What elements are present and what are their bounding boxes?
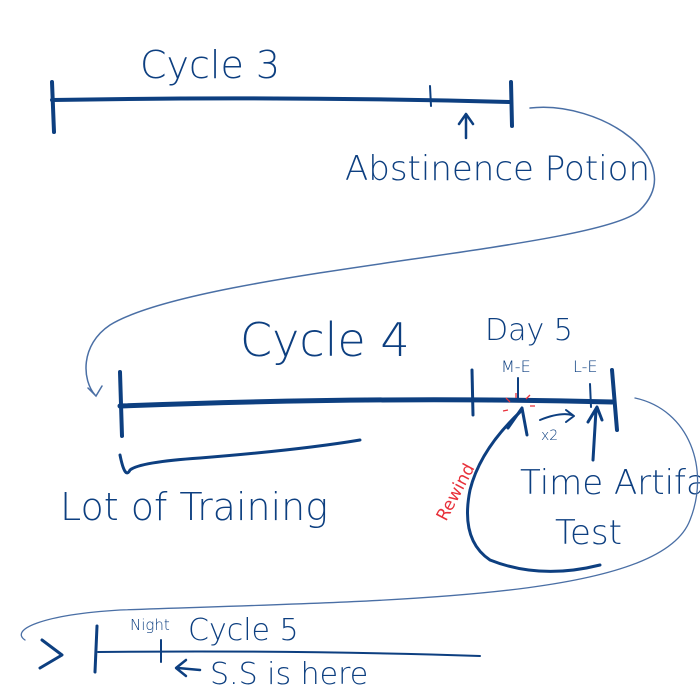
- me-label: M-E: [501, 357, 531, 376]
- cycle4-title: Cycle 4: [240, 313, 410, 367]
- abstinence-arrow-icon: [457, 112, 475, 140]
- spark-icon: [502, 393, 535, 412]
- day5-label: Day 5: [485, 313, 573, 348]
- rewind-label: Rewind: [433, 460, 480, 524]
- ss-arrow-icon: [174, 658, 202, 678]
- cycle3-end-tick: [509, 80, 514, 128]
- le-tick: [589, 383, 592, 408]
- test-label: Test: [555, 513, 622, 553]
- x2-arrow-icon: [539, 409, 575, 423]
- cycle4-timeline: [117, 397, 615, 409]
- connector-curve-3-4: [85, 106, 656, 398]
- ss-label: S.S is here: [210, 657, 368, 692]
- cycle5-title: Cycle 5: [188, 613, 299, 648]
- cycle4-end-tick: [610, 368, 619, 432]
- cycle3-title: Cycle 3: [140, 43, 280, 87]
- cycle3-start-tick: [50, 80, 56, 134]
- rewind-curve: [466, 410, 602, 573]
- artifact-arrow-icon: [586, 405, 604, 462]
- training-brace: [118, 438, 362, 475]
- cycle4-start-tick: [118, 370, 124, 438]
- training-label: Lot of Training: [60, 485, 328, 529]
- day5-tick: [470, 368, 475, 417]
- cycle5-timeline: [97, 650, 481, 657]
- rewind-arrow-icon: [506, 406, 529, 437]
- time-artifact-label: Time Artifact: [520, 463, 700, 503]
- le-label: L-E: [573, 357, 598, 376]
- cycle3-mid-tick: [429, 85, 432, 107]
- cycle5-start-tick: [93, 624, 99, 674]
- cycle5-entry-arrow-icon: [38, 638, 64, 670]
- cycle3-timeline: [50, 96, 512, 104]
- x2-label: x2: [541, 428, 558, 444]
- night-label: Night: [130, 616, 170, 634]
- connector-curve-4-5: [20, 397, 699, 641]
- abstinence-potion-label: Abstinence Potion: [345, 149, 650, 189]
